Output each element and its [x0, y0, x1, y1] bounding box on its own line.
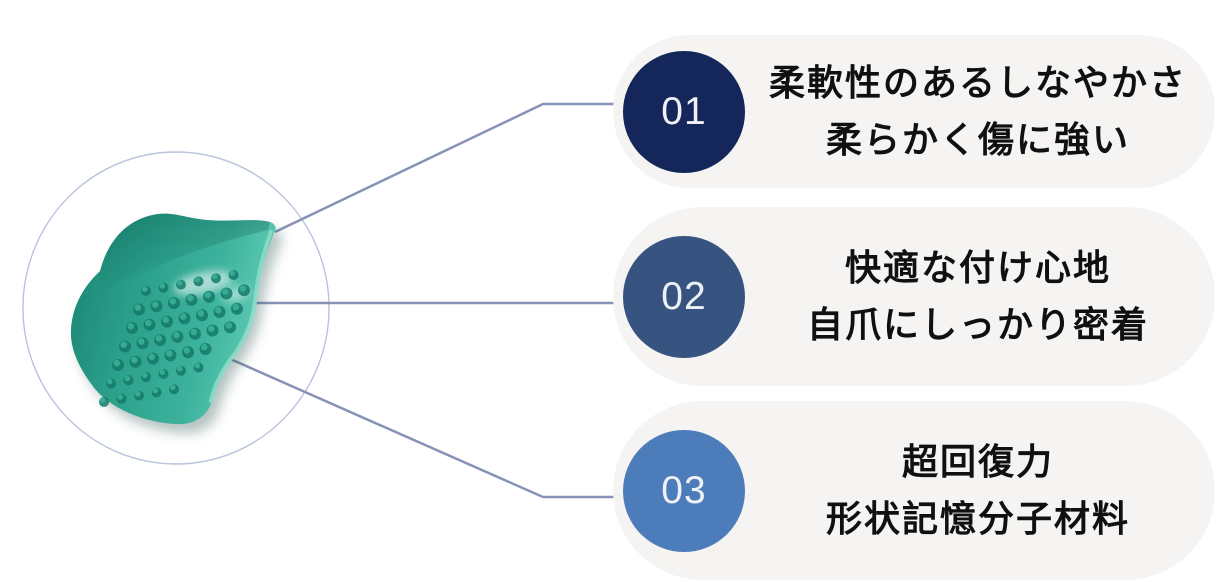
connector-line-1 [274, 102, 620, 234]
dimple-grid [99, 270, 250, 407]
product-outline-circle [22, 151, 330, 465]
callout-text-2: 快適な付け心地 自爪にしっかり密着 [745, 240, 1215, 354]
callout-text-3-line-1: 超回復力 [901, 440, 1054, 482]
callout-number-badge-1: 01 [623, 50, 745, 173]
callout-pill-2: 02 快適な付け心地 自爪にしっかり密着 [613, 207, 1215, 386]
callout-text-1-line-2: 柔らかく傷に強い [825, 118, 1130, 160]
callout-text-3-line-2: 形状記憶分子材料 [825, 497, 1130, 539]
callout-pill-3: 03 超回復力 形状記憶分子材料 [613, 401, 1215, 580]
product-image [70, 213, 283, 434]
product-rim-highlight [209, 230, 273, 403]
callout-number-badge-3: 03 [623, 429, 745, 552]
callout-text-1: 柔軟性のあるしなやかさ 柔らかく傷に強い [745, 55, 1215, 169]
callout-text-2-line-2: 自爪にしっかり密着 [806, 303, 1149, 345]
callout-number-2: 02 [661, 274, 707, 318]
connector-line-3 [227, 356, 620, 499]
callout-number-1: 01 [661, 89, 707, 133]
connector-lines [227, 102, 620, 499]
product-top-shade [100, 213, 270, 292]
callout-text-3: 超回復力 形状記憶分子材料 [745, 434, 1215, 548]
callout-pill-1: 01 柔軟性のあるしなやかさ 柔らかく傷に強い [613, 35, 1215, 188]
callout-number-badge-2: 02 [623, 235, 745, 358]
callout-text-1-line-1: 柔軟性のあるしなやかさ [768, 61, 1187, 103]
callout-number-3: 03 [661, 468, 707, 512]
callout-text-2-line-1: 快適な付け心地 [844, 246, 1111, 288]
